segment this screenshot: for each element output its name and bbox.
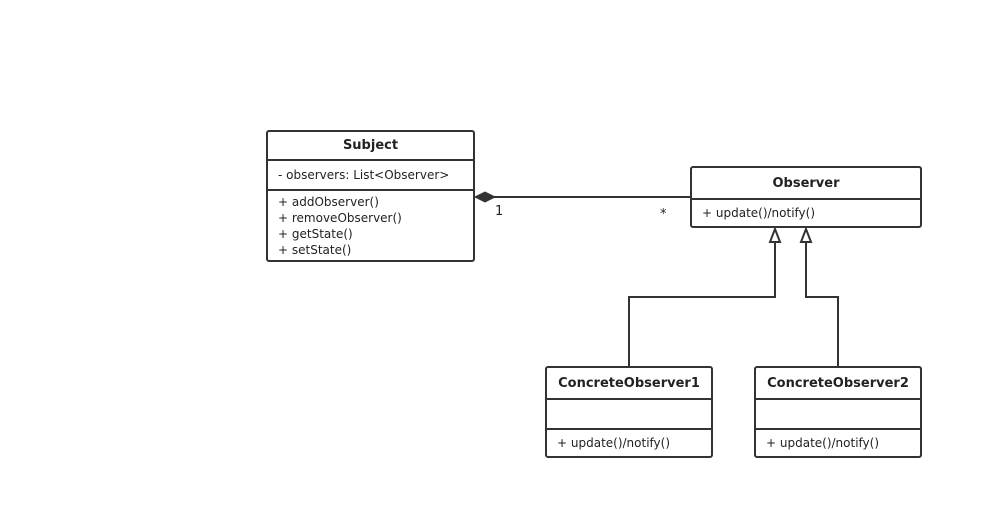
class-name-concrete-observer2: ConcreteObserver2 [767,375,909,391]
generalization-arrowhead-concrete2 [799,226,813,243]
method-update-notify: + update()/notify() [766,436,880,450]
class-concrete-observer2[interactable]: ConcreteObserver2 + update()/notify() [754,366,922,458]
composition-diamond [473,191,497,203]
class-name-concrete-observer1: ConcreteObserver1 [558,375,700,391]
attributes-section-concrete-observer1 [547,398,711,428]
multiplicity-observer: * [660,207,667,222]
methods-section-concrete-observer2: + update()/notify() [756,428,920,456]
methods-section-subject: + addObserver() + removeObserver() + get… [268,189,473,260]
class-name-subject: Subject [342,138,399,154]
class-name-observer: Observer [772,175,840,191]
method-remove-observer: + removeObserver() [278,211,402,225]
method-update-notify: + update()/notify() [702,206,816,220]
class-concrete-observer1[interactable]: ConcreteObserver1 + update()/notify() [545,366,713,458]
class-subject[interactable]: Subject - observers: List<Observer> + ad… [266,130,475,262]
generalization-arrowhead-concrete1 [768,226,782,243]
class-observer[interactable]: Observer + update()/notify() [690,166,922,228]
multiplicity-subject: 1 [495,204,504,219]
method-add-observer: + addObserver() [278,195,379,209]
method-get-state: + getState() [278,227,353,241]
method-set-state: + setState() [278,243,352,257]
generalization-line-concrete2 [805,241,839,367]
methods-section-concrete-observer1: + update()/notify() [547,428,711,456]
method-update-notify: + update()/notify() [557,436,671,450]
methods-section-observer: + update()/notify() [692,198,920,226]
generalization-line-concrete1 [628,241,776,367]
attribute-observers: - observers: List<Observer> [278,168,450,183]
attributes-section-subject: - observers: List<Observer> [268,159,473,189]
attributes-section-concrete-observer2 [756,398,920,428]
